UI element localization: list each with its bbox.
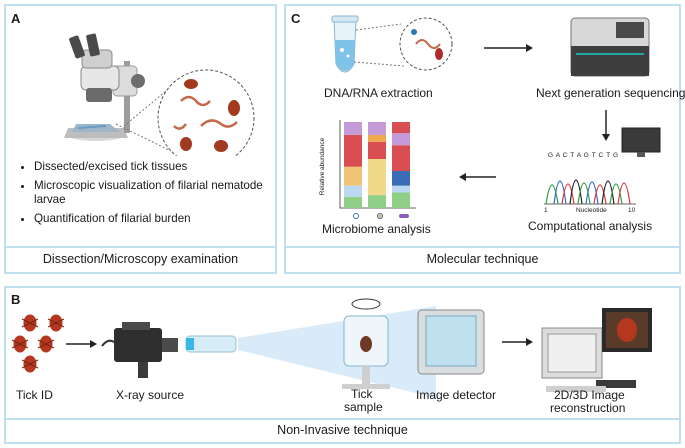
abundance-bar-2-segment-3 [368, 141, 386, 159]
panel-b-footer-text: Non-Invasive technique [277, 423, 408, 437]
abundance-bar-2-segment-4 [368, 134, 386, 142]
panel-c-footer: Molecular technique [286, 246, 679, 272]
abundance-bar-3-segment-4 [392, 145, 410, 172]
panel-b-label: B [11, 292, 21, 307]
panel-c: C [284, 4, 685, 274]
panel-b-footer: Non-Invasive technique [6, 418, 679, 442]
abundance-y-label: Relative abundance [319, 137, 327, 196]
abundance-bar-3-segment-2 [392, 185, 410, 193]
panel-c-illustration [331, 15, 661, 219]
bullet-dissected-tissues: Dissected/excised tick tissues [34, 160, 274, 174]
panel-b-illustration [11, 298, 652, 398]
step-dna-rna-extraction: DNA/RNA extraction [324, 86, 433, 100]
panel-a-footer: Dissection/Microscopy examination [6, 246, 275, 272]
chromatogram-sequence: G A C T A G T C T G [548, 152, 619, 159]
abundance-bar-1-segment-3 [344, 166, 362, 186]
bullet-quantification: Quantification of filarial burden [34, 212, 274, 226]
abundance-bar-1-segment-1 [344, 196, 362, 208]
x-ray-source-label: X-ray source [116, 388, 185, 402]
chromatogram-x-end: 10 [628, 207, 636, 214]
tick-sample-label-line2: sample [344, 400, 383, 414]
abundance-bar-1-segment-2 [344, 185, 362, 197]
bullet-microscopic-visualization: Microscopic visualization of filarial ne… [34, 179, 274, 207]
abundance-bar-1-segment-4 [344, 134, 362, 167]
abundance-bar-3-segment-1 [392, 192, 410, 208]
abundance-axes [339, 120, 416, 209]
abundance-bar-3-segment-5 [392, 133, 410, 146]
chromatogram-x-start: 1 [544, 207, 548, 214]
panel-c-footer-text: Molecular technique [426, 252, 539, 266]
panel-b: B [4, 286, 681, 444]
panel-a-footer-text: Dissection/Microscopy examination [42, 252, 239, 266]
abundance-bar-2-segment-5 [368, 122, 386, 135]
abundance-bar-2-segment-1 [368, 195, 386, 208]
tick-sample-label-line1: Tick [351, 387, 373, 401]
image-detector-label: Image detector [416, 388, 497, 402]
abundance-bar-3-segment-3 [392, 171, 410, 186]
panel-a-label: A [11, 11, 21, 26]
abundance-bar-3-segment-6 [392, 122, 410, 134]
panel-a-bullet-list: Dissected/excised tick tissues Microscop… [20, 160, 274, 231]
chromatogram-x-label: Nucleotide [576, 207, 607, 214]
relative-abundance-chart [339, 120, 416, 209]
tick-id-label: Tick ID [16, 388, 53, 402]
stereo-microscope-illustration [64, 33, 255, 156]
step-microbiome-analysis: Microbiome analysis [322, 222, 431, 236]
step-next-generation-sequencing: Next generation sequencing [536, 86, 685, 100]
step-computational-analysis: Computational analysis [528, 219, 653, 233]
reconstruction-label-line2: reconstruction [550, 401, 626, 415]
panel-c-label: C [291, 11, 301, 26]
panel-a: A Dissected/excised tick tissues Microsc… [4, 4, 277, 274]
reconstruction-label-line1: 2D/3D Image [554, 388, 625, 402]
abundance-bar-1-segment-5 [344, 122, 362, 135]
abundance-bar-2-segment-2 [368, 158, 386, 196]
